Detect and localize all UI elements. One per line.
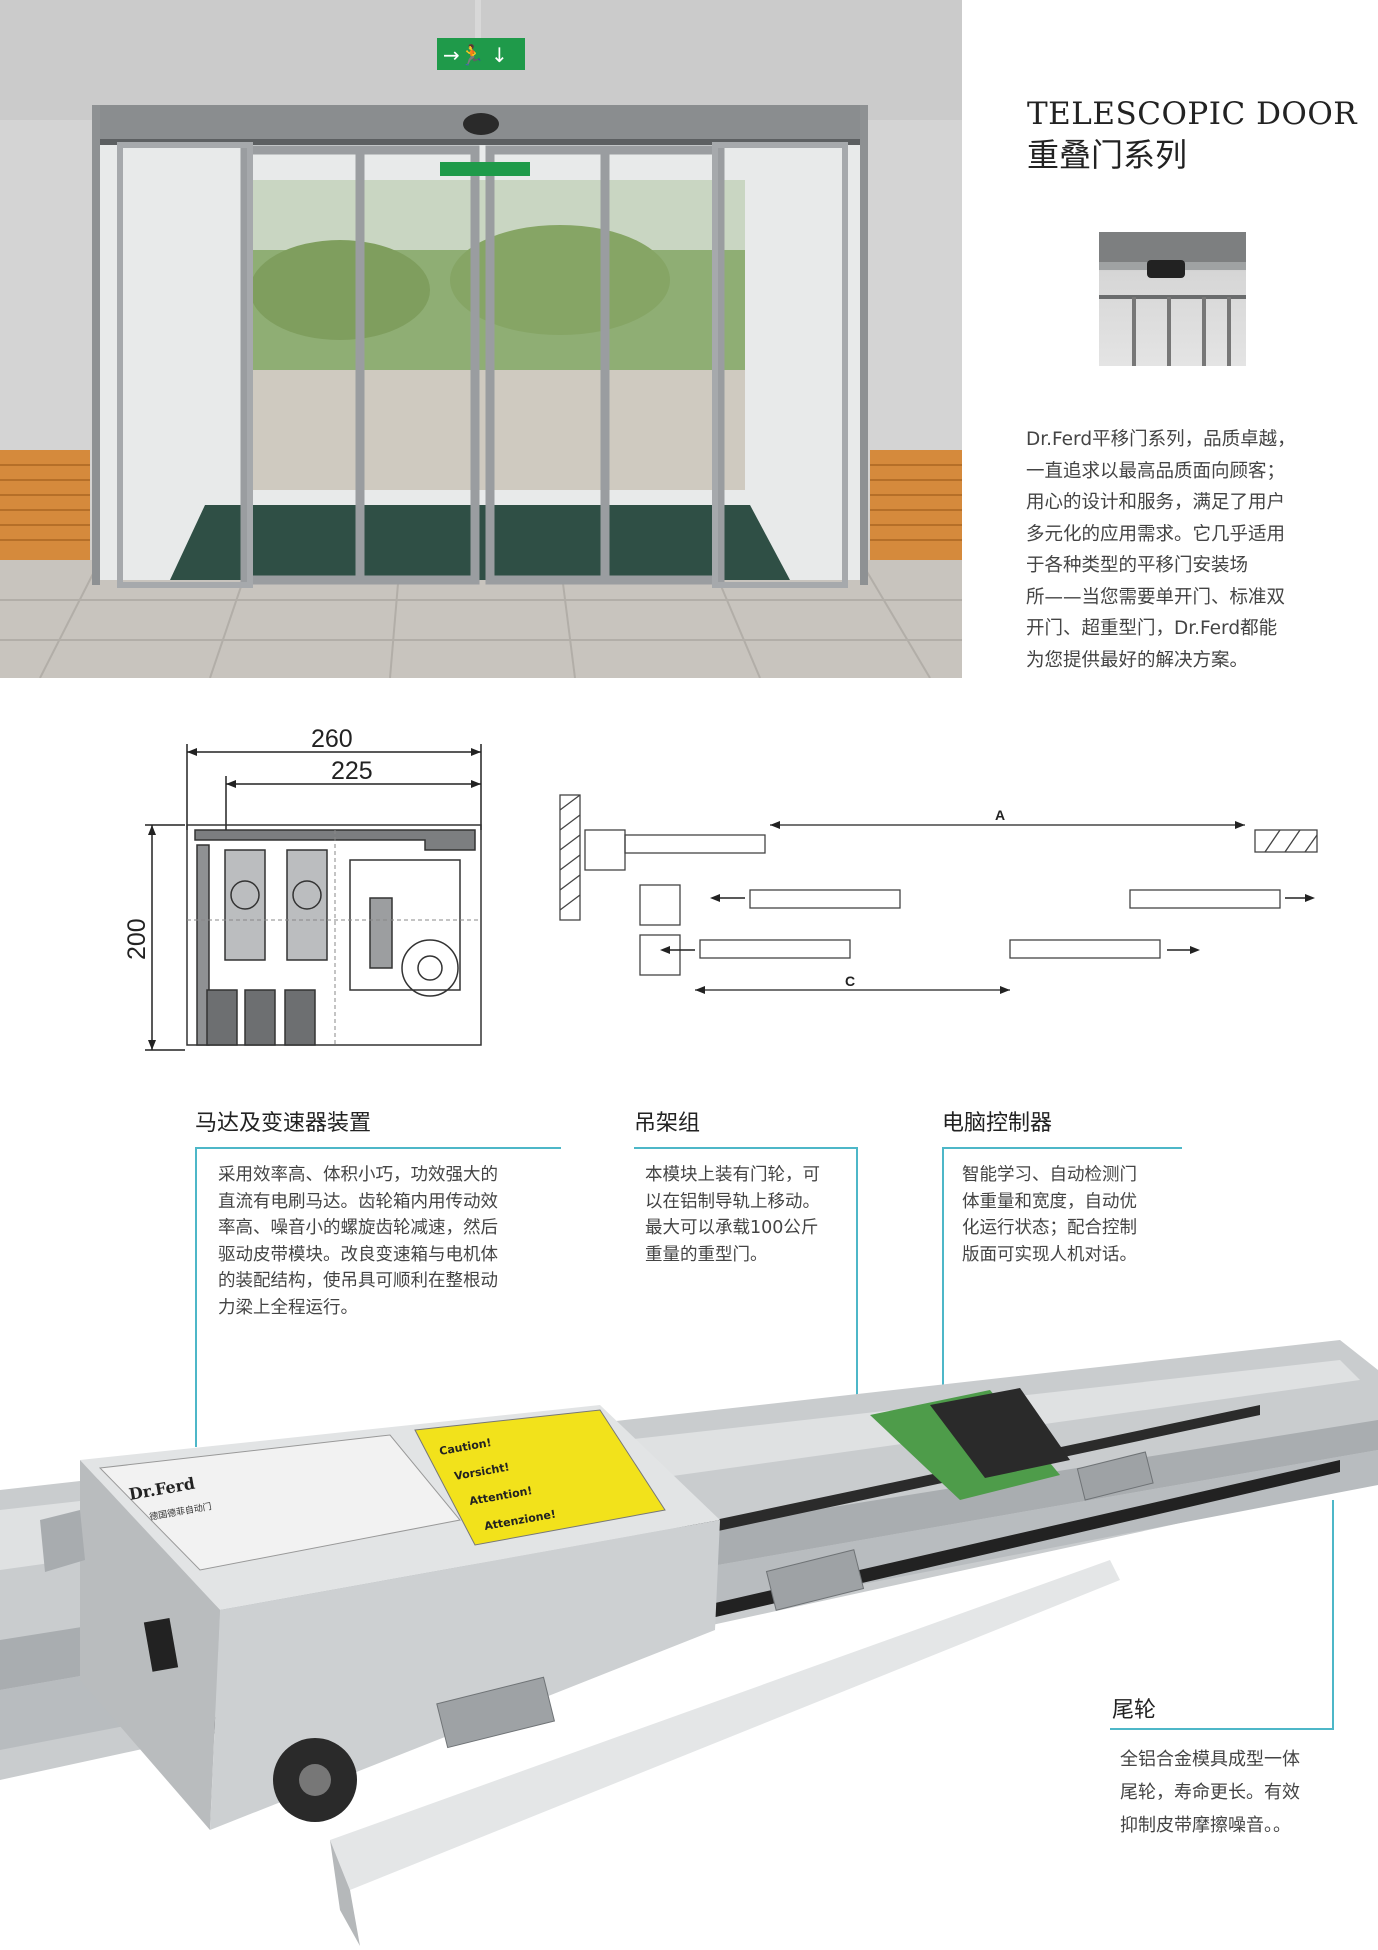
feature-text-controller: 智能学习、自动检测门 体重量和宽度，自动优 化运行状态；配合控制 版面可实现人机… [962,1162,1182,1268]
feature-title-controller: 电脑控制器 [942,1111,1053,1136]
feature-line: 力梁上全程运行。 [218,1297,358,1318]
feature-line: 直流有电刷马达。齿轮箱内用传动效 [218,1191,498,1212]
feature-title-motor: 马达及变速器装置 [195,1111,372,1136]
intro-line: 多元化的应用需求。它几乎适用 [1026,523,1286,545]
feature-line: 驱动皮带模块。改良变速箱与电机体 [218,1244,498,1265]
page-title-en: TELESCOPIC DOOR [1027,96,1358,132]
dim-height: 200 [125,918,151,960]
callout-line [856,1147,858,1537]
intro-line: 用心的设计和服务，满足了用户 [1026,492,1286,513]
feature-title-hanger: 吊架组 [634,1111,701,1136]
hero-photo: →🏃 ↓ [0,0,962,678]
intro-line: 一直追求以最高品质面向顾客； [1026,460,1286,482]
feature-line: 尾轮，寿命更长。有效 [1120,1782,1300,1803]
callout-line [634,1147,858,1149]
feature-line: 的装配结构，使吊具可顺利在整根动 [218,1271,498,1291]
intro-line: 为您提供最好的解决方案。 [1026,649,1249,671]
feature-line: 智能学习、自动检测门 [962,1165,1137,1185]
feature-line: 最大可以承载100公斤 [645,1218,819,1238]
feature-title-tail-wheel: 尾轮 [1112,1698,1157,1723]
callout-line [1110,1728,1334,1730]
callout-line [1332,1500,1334,1730]
feature-text-motor: 采用效率高、体积小巧，功效强大的 直流有电刷马达。齿轮箱内用传动效 率高、噪音小… [218,1162,578,1321]
dim-width-inner: 225 [331,757,373,785]
feature-line: 以在铝制导轨上移动。 [645,1191,820,1212]
sensor-thumbnail [1099,232,1246,366]
door-plan-drawing: A C [555,790,1327,1010]
callout-line [942,1147,1182,1149]
intro-line: 于各种类型的平移门安装场 [1026,555,1249,576]
callout-line [195,1147,561,1149]
label-c: C [845,973,855,989]
intro-line: Dr.Ferd平移门系列，品质卓越， [1026,429,1296,450]
feature-line: 体重量和宽度，自动优 [962,1191,1137,1212]
feature-text-hanger: 本模块上装有门轮，可 以在铝制导轨上移动。 最大可以承载100公斤 重量的重型门… [645,1162,855,1268]
dim-width-outer: 260 [311,725,353,753]
feature-line: 全铝合金模具成型一体 [1120,1749,1300,1770]
feature-line: 重量的重型门。 [645,1244,768,1265]
page-title-cn: 重叠门系列 [1027,136,1188,174]
exit-sign: →🏃 ↓ [443,43,508,67]
feature-line: 抑制皮带摩擦噪音。。 [1120,1815,1291,1836]
callout-line [195,1147,197,1447]
intro-line: 开门、超重型门，Dr.Ferd都能 [1026,618,1278,639]
door-operator-render: Dr.Ferd 德国德菲自动门 Caution! Vorsicht! Atten… [0,1310,1378,1946]
intro-paragraph: Dr.Ferd平移门系列，品质卓越， 一直追求以最高品质面向顾客； 用心的设计和… [1026,424,1336,676]
label-a: A [995,807,1005,823]
feature-line: 版面可实现人机对话。 [962,1244,1137,1265]
profile-section-drawing: 260 225 200 [123,720,485,1060]
feature-line: 采用效率高、体积小巧，功效强大的 [218,1165,498,1185]
feature-line: 本模块上装有门轮，可 [645,1165,820,1185]
feature-text-tail-wheel: 全铝合金模具成型一体 尾轮，寿命更长。有效 抑制皮带摩擦噪音。。 [1120,1743,1350,1842]
callout-line [942,1147,944,1407]
feature-line: 化运行状态；配合控制 [962,1218,1137,1238]
feature-line: 率高、噪音小的螺旋齿轮减速，然后 [218,1218,498,1238]
intro-line: 所——当您需要单开门、标准双 [1026,586,1286,608]
